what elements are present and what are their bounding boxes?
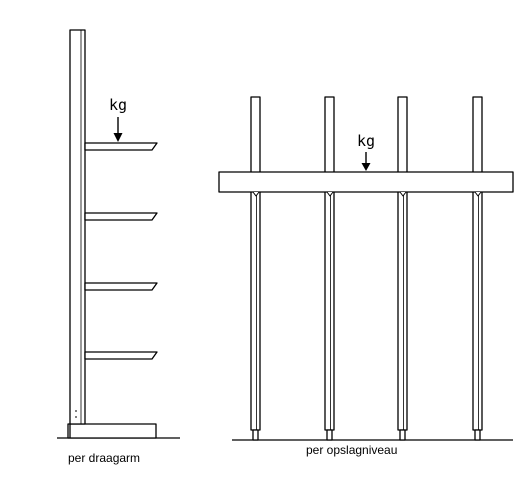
right-load-arrow-head bbox=[361, 163, 371, 171]
right-storage-beam bbox=[218, 171, 514, 193]
right-load-label: kg bbox=[357, 132, 375, 150]
right-column-2 bbox=[324, 96, 335, 441]
left-load-arrow-head bbox=[113, 133, 123, 142]
left-base-foot bbox=[67, 423, 157, 439]
right-column-4 bbox=[472, 96, 483, 441]
left-load-indicator: kg bbox=[109, 96, 127, 142]
left-upright-column bbox=[69, 29, 86, 425]
right-caption: per opslagniveau bbox=[306, 443, 397, 457]
left-load-label: kg bbox=[109, 96, 127, 114]
right-column-3 bbox=[397, 96, 408, 441]
right-figure-per-level bbox=[218, 96, 514, 441]
right-load-indicator: kg bbox=[357, 132, 375, 171]
left-arm-3 bbox=[84, 282, 158, 291]
right-column-1 bbox=[250, 96, 261, 441]
left-arm-1 bbox=[84, 142, 158, 151]
left-caption: per draagarm bbox=[68, 451, 140, 465]
left-arm-2 bbox=[84, 212, 158, 221]
right-beam-connectors bbox=[252, 191, 482, 197]
left-arm-4 bbox=[84, 351, 158, 360]
left-figure-per-arm bbox=[57, 29, 180, 439]
